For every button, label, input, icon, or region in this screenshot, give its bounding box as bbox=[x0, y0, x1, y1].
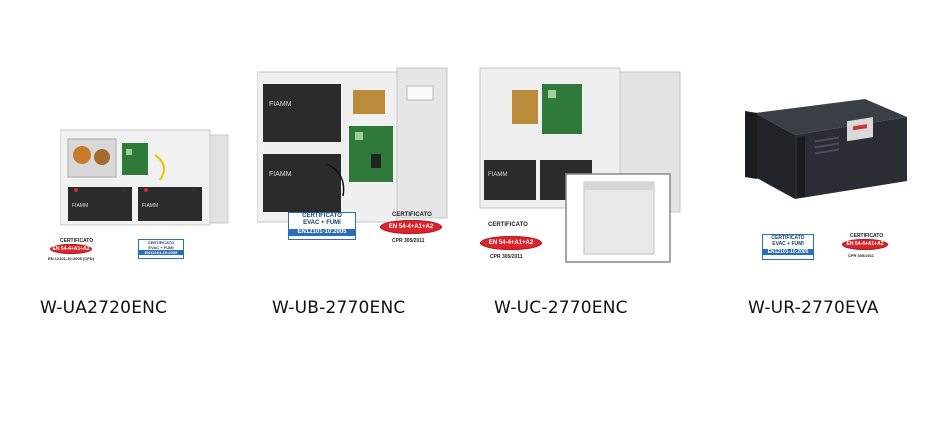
svg-text:FIAMM: FIAMM bbox=[142, 203, 158, 209]
badge-evac-fumi: CERTIFICATO EVAC + FUMI EN12101-10:2005 bbox=[138, 239, 184, 259]
svg-text:FIAMM: FIAMM bbox=[269, 171, 292, 178]
product-model-label: W-UC-2770ENC bbox=[494, 298, 628, 318]
product-card-w-ur-2770eva: CERTIFICATO EVAC + FUMI EN12101-10:2005 … bbox=[730, 95, 910, 330]
badge-evac-line2: EVAC + FUMI bbox=[303, 220, 341, 226]
badge-evac-line1: CERTIFICATO bbox=[302, 213, 342, 219]
badge-evac-strip: EN12101-10:2005 bbox=[139, 250, 183, 255]
badge-evac-strip: EN12101-10:2005 bbox=[763, 249, 813, 255]
badge-evac-fumi: CERTIFICATO EVAC + FUMI EN12101-10:2005 bbox=[288, 212, 356, 240]
product-photo-w-uc-2770enc: FIAMM bbox=[479, 67, 681, 263]
battery-brand-label: FIAMM bbox=[72, 203, 88, 209]
badge-en54: EN 54-4+A1+A2 bbox=[380, 220, 442, 234]
badge-evac-line2: EVAC + FUMI bbox=[772, 241, 804, 247]
product-model-label: W-UA2720ENC bbox=[40, 298, 168, 318]
badge-header: CERTIFICATO bbox=[850, 233, 884, 239]
badge-header: CERTIFICATO bbox=[60, 238, 94, 244]
cpr-label: CPR 305/2011 bbox=[392, 238, 425, 244]
product-photo-w-ur-2770eva bbox=[745, 99, 907, 199]
badge-evac-line1: CERTIFICATO bbox=[771, 235, 805, 241]
badge-en54-text: EN 54-4+A1+A2 bbox=[488, 240, 534, 246]
cpr-label: CPR 305/2011 bbox=[490, 254, 523, 260]
product-card-w-ub-2770enc: FIAMM FIAMM CERTIFICATO EVAC + FUMI EN12… bbox=[252, 66, 462, 330]
badge-en54-text: EN 54-4+A1+A2 bbox=[388, 224, 434, 230]
svg-text:FIAMM: FIAMM bbox=[269, 101, 292, 108]
badge-evac-line2: EVAC + FUMI bbox=[148, 245, 174, 250]
badge-en54-text: EN 54-4+A1+A2 bbox=[52, 246, 90, 252]
cpr-label: CPR 305/2011 bbox=[848, 253, 875, 258]
badge-en54-sub: EN 12101-10:2005 (CPD) bbox=[48, 256, 95, 261]
badge-header: CERTIFICATO bbox=[488, 222, 528, 228]
badge-en54: EN 54-4+A1+A2 bbox=[480, 236, 542, 250]
svg-text:FIAMM: FIAMM bbox=[488, 172, 507, 178]
badge-en54-text: EN 54-4+A1+A2 bbox=[846, 241, 884, 247]
product-card-w-ua2720enc: FIAMM FIAMM CERTIFICATO EN 54-4+A1+A2 EN… bbox=[40, 120, 230, 330]
badge-evac-strip: EN12101-10:2005 bbox=[289, 229, 355, 236]
badge-header: CERTIFICATO bbox=[392, 212, 432, 218]
product-model-label: W-UR-2770EVA bbox=[748, 298, 879, 318]
product-photo-w-ua2720enc: FIAMM FIAMM bbox=[60, 129, 229, 226]
badge-en54: EN 54-4+A1+A2 bbox=[842, 239, 888, 250]
product-card-w-uc-2770enc: FIAMM CERTIFICATO EN 54-4+A1+A2 CPR 305/… bbox=[472, 60, 684, 330]
badge-evac-fumi: CERTIFICATO EVAC + FUMI EN12101-10:2005 bbox=[762, 234, 814, 260]
product-photo-w-ub-2770enc: FIAMM FIAMM bbox=[257, 67, 448, 223]
badge-en54: EN 54-4+A1+A2 bbox=[50, 244, 92, 254]
badge-evac-line1: CERTIFICATO bbox=[147, 240, 175, 245]
product-model-label: W-UB-2770ENC bbox=[272, 298, 406, 318]
